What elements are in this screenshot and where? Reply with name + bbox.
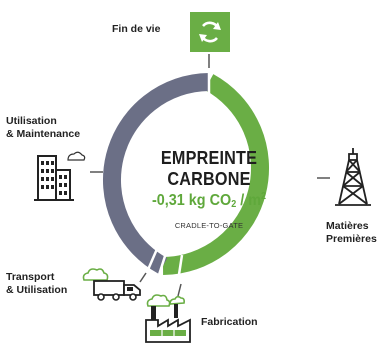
connector-manufacturing — [177, 283, 182, 297]
label-end-of-life: Fin de vie — [112, 23, 161, 35]
label-raw-materials-line1: Matières — [326, 220, 369, 232]
ring-separator — [249, 88, 264, 107]
center-summary: EMPREINTE CARBONE -0,31 kg CO2 / m2 CRAD… — [107, 148, 311, 230]
co2-subscript: 2 — [231, 199, 237, 210]
carbon-value-unit: / m — [236, 192, 262, 209]
ring-segment-slate — [102, 73, 210, 274]
center-title: EMPREINTE CARBONE — [160, 148, 258, 189]
building-icon — [34, 151, 86, 201]
label-transport-line2: & Utilisation — [6, 284, 68, 296]
ring-segment-green — [162, 74, 270, 275]
factory-icon — [145, 294, 191, 343]
carbon-value: -0,31 kg CO2 / m2 — [117, 191, 301, 210]
ring-separator — [156, 252, 168, 279]
ring-separator — [176, 254, 184, 282]
ring-separator — [145, 248, 159, 273]
label-manufacturing: Fabrication — [201, 316, 258, 328]
unit-superscript: 2 — [261, 191, 267, 202]
carbon-value-prefix: -0,31 kg CO — [151, 192, 232, 209]
label-transport: Transport & Utilisation — [6, 271, 67, 297]
label-use-line2: & Maintenance — [6, 128, 81, 140]
oil-derrick-icon — [335, 148, 371, 206]
label-use-line1: Utilisation — [6, 115, 57, 127]
label-transport-line1: Transport — [6, 271, 55, 283]
recycle-icon — [190, 12, 230, 52]
truck-icon — [82, 268, 141, 301]
center-subtitle: CRADLE-TO-GATE — [174, 221, 244, 230]
connector-transport — [139, 272, 147, 283]
label-use: Utilisation & Maintenance — [6, 115, 80, 141]
label-raw-materials: Matières Premières — [326, 220, 377, 246]
label-raw-materials-line2: Premières — [326, 233, 377, 245]
